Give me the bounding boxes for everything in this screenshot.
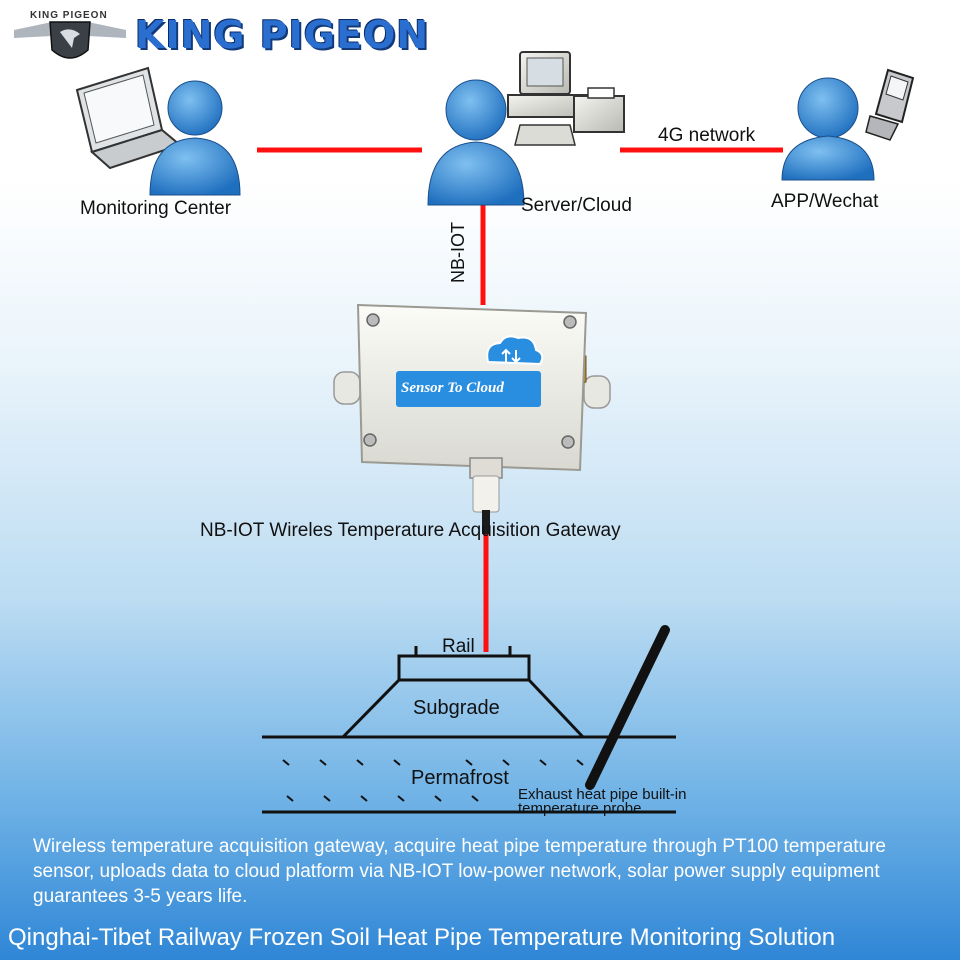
permafrost-hatching xyxy=(282,759,584,802)
brand-name: KING PIGEON xyxy=(135,13,430,57)
rail-label: Rail xyxy=(442,636,475,657)
heat-pipe-probe xyxy=(585,625,670,790)
server-cloud-label: Server/Cloud xyxy=(521,195,632,216)
subgrade-label: Subgrade xyxy=(413,697,500,719)
server-person-icon xyxy=(427,79,525,206)
mobile-phone-icon xyxy=(865,68,915,141)
app-person-icon xyxy=(781,77,875,181)
permafrost-label: Permafrost xyxy=(411,767,509,789)
rail-shape xyxy=(397,654,531,682)
gateway-device xyxy=(333,303,611,534)
connection-lines xyxy=(257,147,783,652)
server-computer-icon xyxy=(507,51,625,146)
monitoring-person-icon xyxy=(149,80,241,196)
device-label: Sensor To Cloud xyxy=(401,380,504,396)
cloud-upload-icon xyxy=(486,335,544,366)
subgrade-shape xyxy=(341,678,585,739)
gateway-caption: NB-IOT Wireles Temperature Acquisition G… xyxy=(200,520,621,541)
footer-title: Qinghai-Tibet Railway Frozen Soil Heat P… xyxy=(8,924,836,951)
solution-description: Wireless temperature acquisition gateway… xyxy=(33,836,886,907)
probe-label: Exhaust heat pipe built-in temperature p… xyxy=(518,786,687,817)
king-pigeon-logo-icon xyxy=(14,21,126,59)
4g-network-label: 4G network xyxy=(658,125,756,146)
nb-iot-label: NB-IOT xyxy=(448,222,468,283)
railway-cross-section xyxy=(262,646,676,814)
app-wechat-label: APP/Wechat xyxy=(771,191,879,212)
monitoring-center-label: Monitoring Center xyxy=(80,198,232,219)
laptop-icon xyxy=(75,66,183,170)
brand-small-name: KING PIGEON xyxy=(30,10,108,21)
